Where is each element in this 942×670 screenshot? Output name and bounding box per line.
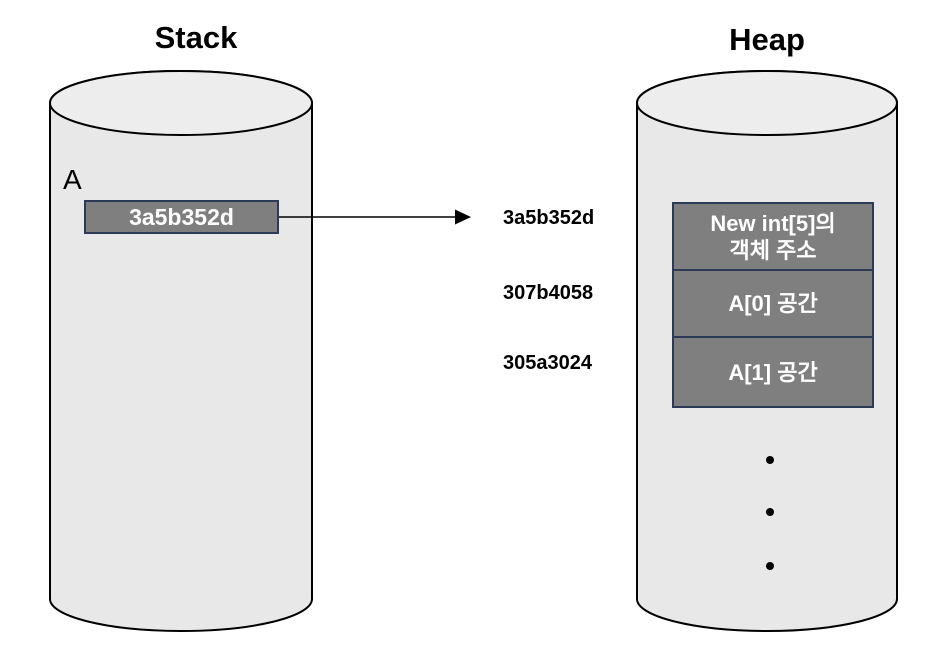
pointer-arrow xyxy=(278,209,471,225)
heap-address-1: 307b4058 xyxy=(503,282,594,304)
heap-cell-a1: A[1] 공간 xyxy=(674,336,872,406)
heap-object-box: New int[5]의 객체 주소 A[0] 공간 A[1] 공간 xyxy=(672,202,874,408)
heap-cell-a0-label: A[0] 공간 xyxy=(728,291,818,316)
stack-variable-value: 3a5b352d xyxy=(129,203,234,230)
heap-cell-object-address-line2: 객체 주소 xyxy=(729,237,817,263)
heap-cylinder-top xyxy=(636,70,898,136)
stack-cylinder xyxy=(49,70,313,632)
heap-cell-object-address-line1: New int[5]의 xyxy=(710,210,836,236)
ellipsis-dot xyxy=(766,508,774,516)
heap-address-0: 3a5b352d xyxy=(503,207,595,229)
heap-cell-a1-label: A[1] 공간 xyxy=(728,359,818,385)
stack-cylinder-top xyxy=(49,70,313,136)
ellipsis-dot xyxy=(766,562,774,570)
stack-cylinder-body xyxy=(49,70,313,632)
heap-cell-object-address: New int[5]의 객체 주소 xyxy=(674,204,872,269)
stack-variable-value-box: 3a5b352d xyxy=(84,200,279,234)
heap-title: Heap xyxy=(729,22,805,57)
ellipsis-dot xyxy=(766,456,774,464)
stack-title: Stack xyxy=(154,20,238,55)
stack-variable-name: A xyxy=(63,164,82,195)
heap-address-2: 305a3024 xyxy=(503,352,592,374)
pointer-arrowhead-icon xyxy=(455,209,471,225)
heap-cell-a0: A[0] 공간 xyxy=(674,269,872,336)
